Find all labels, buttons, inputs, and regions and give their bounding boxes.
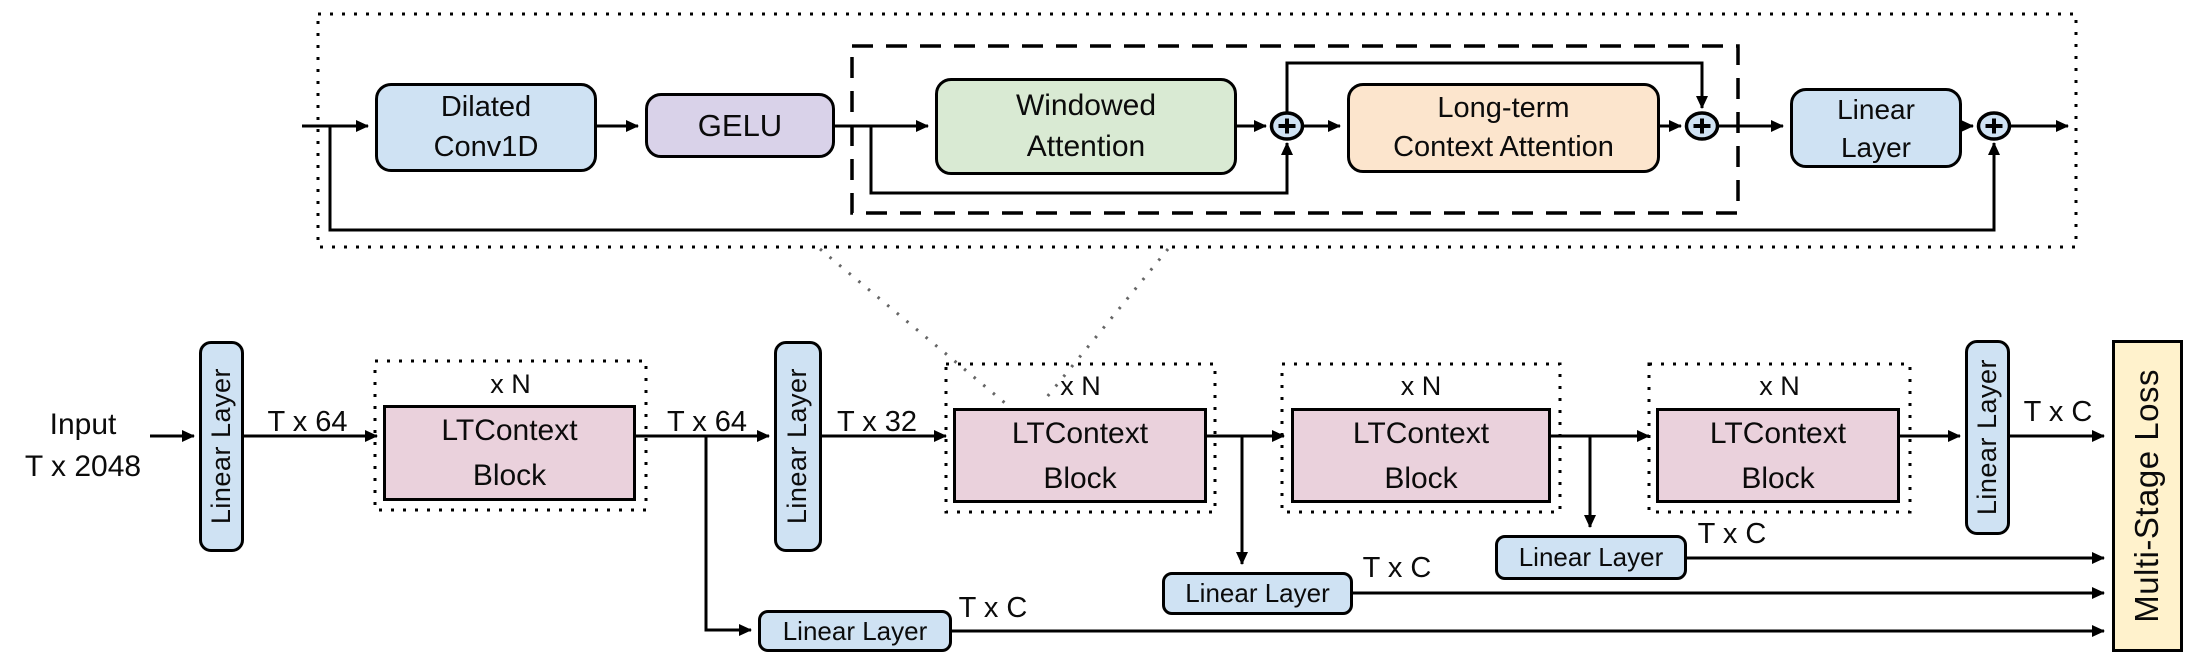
- input-label: Input T x 2048: [24, 408, 142, 483]
- repeat-label-3: x N: [1400, 371, 1442, 401]
- add-icon: [1269, 111, 1305, 141]
- multi-stage-loss-box: Multi-Stage Loss: [2112, 340, 2183, 652]
- long-term-context-attention-box: Long-term Context Attention: [1347, 83, 1660, 173]
- add-icon: [1976, 111, 2012, 141]
- ltcontext-group-3-outline: [1280, 362, 1562, 514]
- dim-label-tc-3: T x C: [1697, 518, 1767, 550]
- repeat-label-4: x N: [1759, 371, 1800, 401]
- repeat-label-2: x N: [1060, 371, 1101, 401]
- dim-label-tc-1: T x C: [958, 592, 1028, 624]
- multi-stage-loss-label: Multi-Stage Loss: [2128, 369, 2166, 623]
- dim-label-t32: T x 32: [836, 406, 918, 438]
- linear-layer-box-detail: Linear Layer: [1790, 88, 1962, 168]
- attention-subblock-outline: [850, 44, 1740, 215]
- dim-label-t64-2: T x 64: [666, 406, 748, 438]
- dim-label-tc-2: T x C: [1362, 552, 1432, 584]
- linear-layer-box-stage2: Linear Layer: [1162, 572, 1353, 615]
- add-icon: [1684, 111, 1720, 141]
- dim-label-t64-1: T x 64: [267, 406, 348, 438]
- ltcontext-block-3: LTContext Block: [1291, 408, 1551, 503]
- ltcontext-block-4: LTContext Block: [1656, 408, 1900, 503]
- linear-layer-pill-1: Linear Layer: [199, 341, 244, 552]
- linear-layer-pill-2: Linear Layer: [774, 341, 822, 552]
- windowed-attention-box: Windowed Attention: [935, 78, 1237, 175]
- ltcontext-block-2: LTContext Block: [953, 408, 1207, 503]
- linear-layer-pill-1-label: Linear Layer: [205, 368, 236, 525]
- gelu-box: GELU: [645, 93, 835, 158]
- linear-layer-box-stage1: Linear Layer: [758, 610, 952, 652]
- dim-label-tc-4: T x C: [2023, 396, 2093, 428]
- linear-layer-box-stage3: Linear Layer: [1495, 535, 1687, 580]
- linear-layer-pill-2-label: Linear Layer: [782, 368, 813, 525]
- detail-panel-outline: [316, 12, 2078, 249]
- ltcontext-block-1: LTContext Block: [383, 405, 636, 501]
- dilated-conv1d-box: Dilated Conv1D: [375, 83, 597, 172]
- linear-layer-pill-3: Linear Layer: [1965, 340, 2010, 535]
- repeat-label-1: x N: [490, 369, 531, 399]
- zoom-callout-line-left: [819, 247, 1006, 405]
- ltcontext-group-2-outline: [944, 362, 1217, 514]
- linear-layer-pill-3-label: Linear Layer: [1971, 359, 2002, 516]
